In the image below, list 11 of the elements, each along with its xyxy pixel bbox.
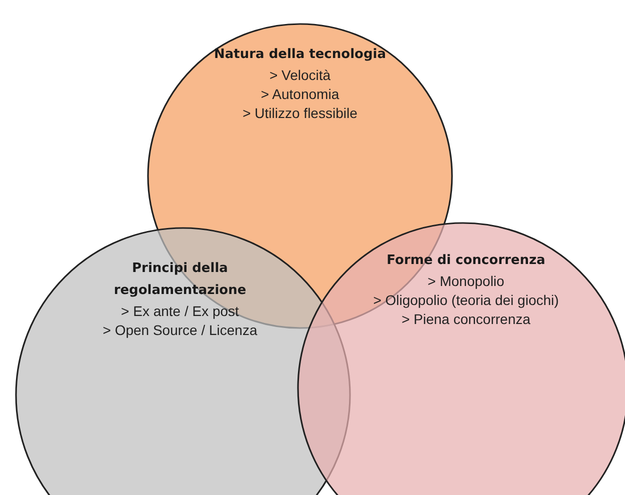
- circle-heading: Forme di concorrenza: [386, 252, 546, 270]
- list-item: > Autonomia: [260, 85, 340, 104]
- list-item: > Monopolio: [426, 272, 506, 291]
- list-item: > Velocità: [268, 66, 332, 85]
- list-item: > Utilizzo flessibile: [242, 104, 358, 123]
- list-item: > Piena concorrenza: [400, 310, 532, 329]
- list-item: > Oligopolio (teoria dei giochi): [372, 291, 560, 310]
- circle-heading: Natura della tecnologia: [212, 46, 387, 64]
- list-item: > Ex ante / Ex post: [120, 302, 240, 321]
- list-item: > Open Source / Licenza: [102, 321, 258, 340]
- circle-heading: Principi della regolamentazione: [112, 260, 248, 300]
